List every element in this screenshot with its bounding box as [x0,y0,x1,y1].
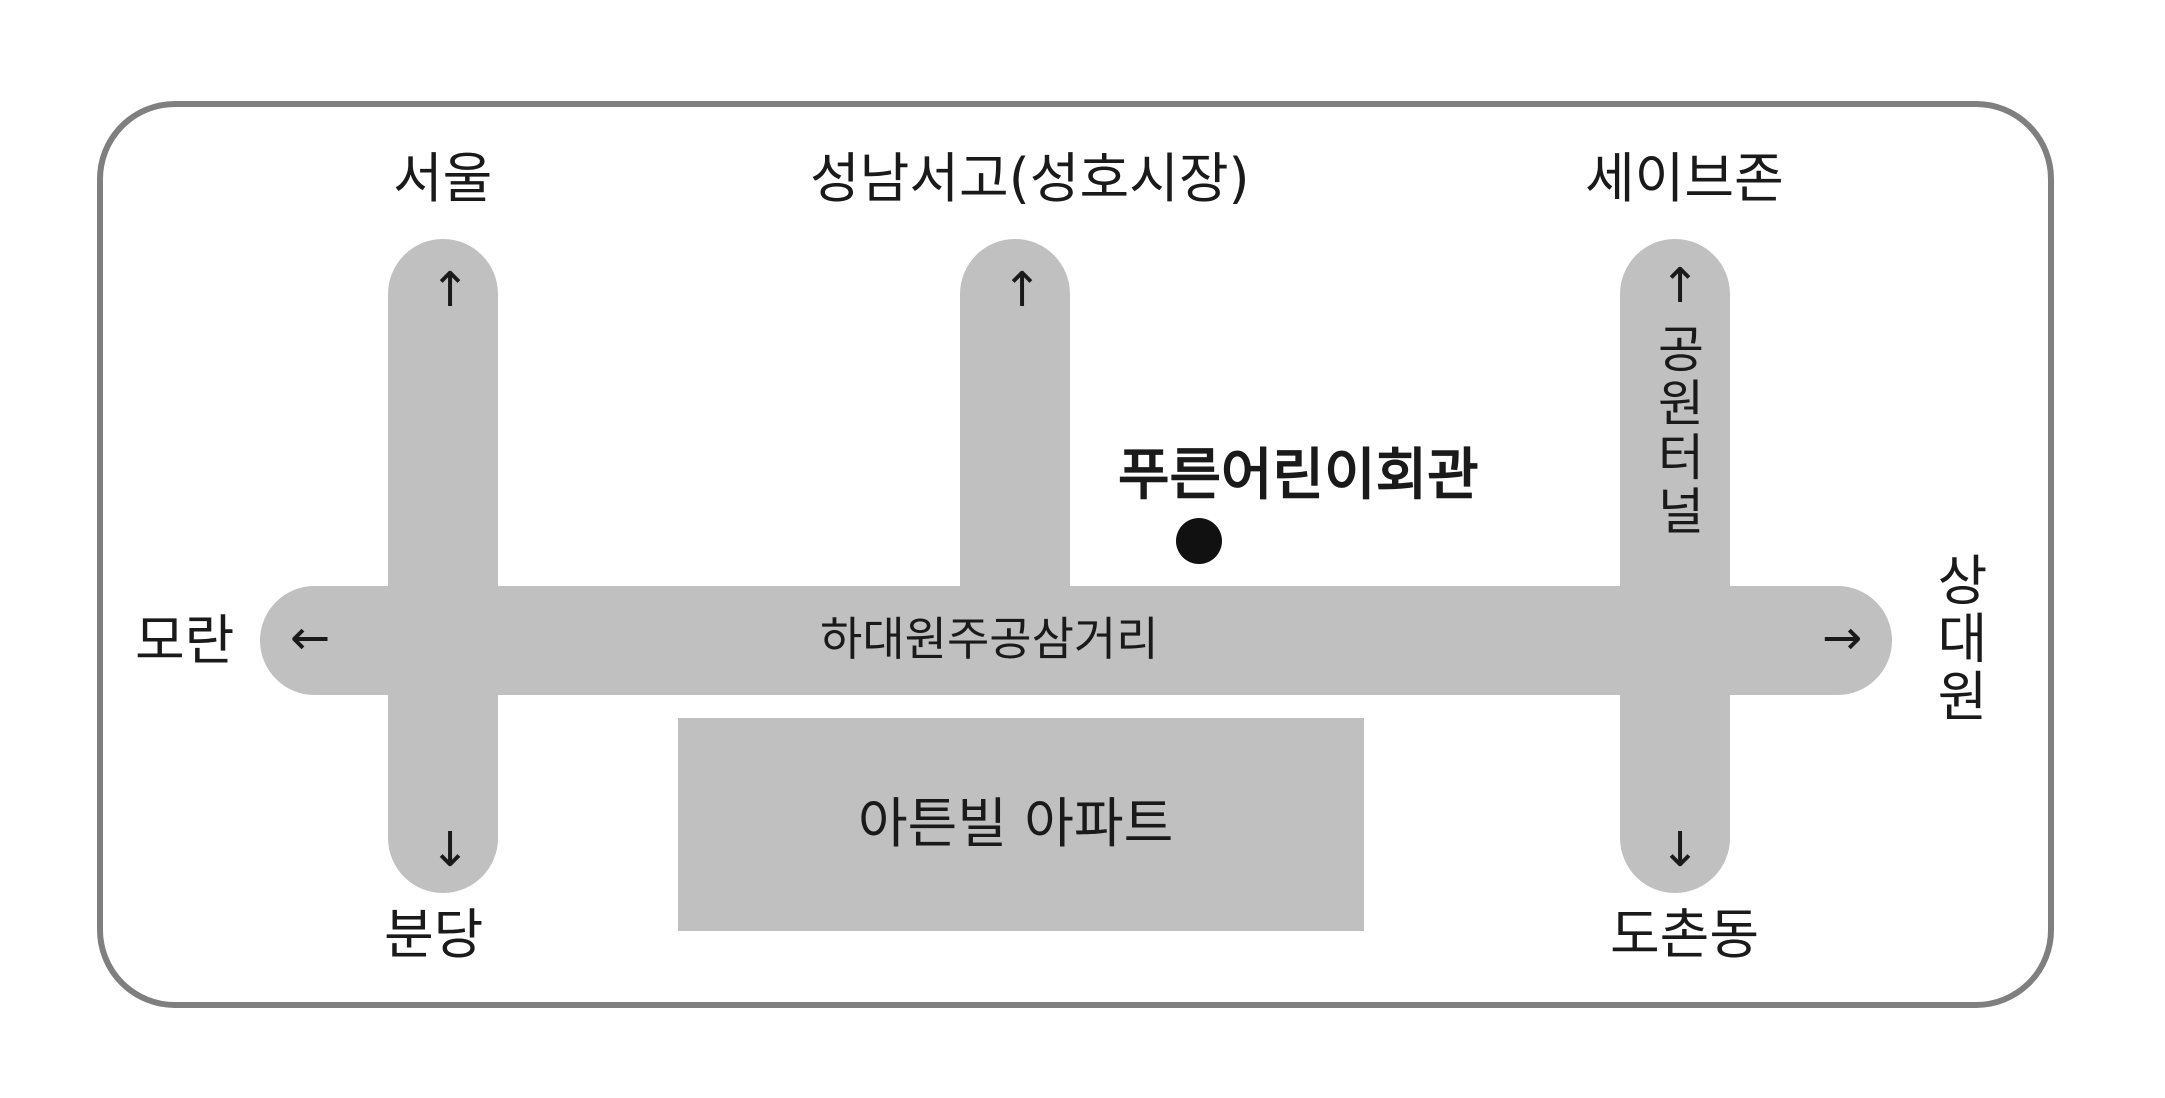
arrow-right-icon: → [1822,610,1863,666]
destination-moran: 모란 [135,609,235,672]
venue-label: 푸른어린이회관 [1118,443,1479,508]
road-seongnam-seogo [960,239,1070,639]
venue-marker-icon [1176,518,1222,564]
destination-saveezone: 세이브존 [1585,147,1784,210]
arrow-up-icon: ↑ [430,262,471,318]
destination-sangdaewon: 상대원 [1926,552,1989,726]
arrow-up-icon: ↑ [1660,258,1701,314]
apartment-block [678,718,1364,931]
destination-seoul: 서울 [393,147,493,210]
road-seoul-bundang [388,239,498,893]
arrow-down-icon: ↓ [1660,822,1701,878]
arrow-up-icon: ↑ [1002,262,1043,318]
destination-bundang: 분당 [384,903,484,966]
destination-dochondong: 도촌동 [1610,903,1760,966]
apartment-label: 아튼빌 아파트 [858,792,1174,855]
tunnel-label: 공원터널 [1648,323,1706,539]
arrow-left-icon: ← [290,610,331,666]
main-road-label: 하대원주공삼거리 [820,612,1159,666]
road-saveezone-dochondong [1620,239,1730,893]
arrow-down-icon: ↓ [430,822,471,878]
destination-seongnam-seogo: 성남서고(성호시장) [810,147,1250,210]
